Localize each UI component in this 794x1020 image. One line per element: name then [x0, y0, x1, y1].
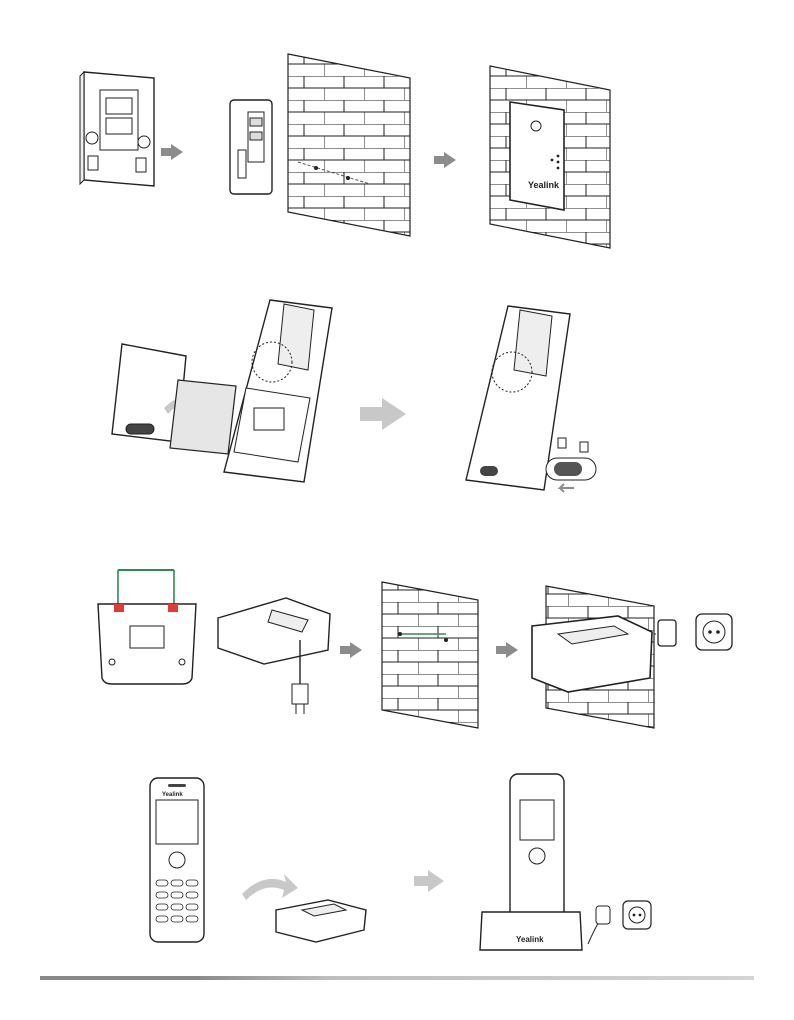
charger-mounted-illustration — [528, 582, 658, 732]
base-station-back-illustration — [78, 68, 160, 190]
right-arrow-icon — [360, 398, 406, 430]
right-arrow-icon — [414, 870, 444, 892]
mounting-clip-left — [114, 604, 124, 612]
brick-wall-drill-illustration — [378, 578, 482, 732]
footer-divider — [40, 976, 754, 980]
charger-cradle-illustration — [272, 896, 370, 946]
power-adapter-illustration — [654, 616, 680, 652]
handset-back-open-illustration — [214, 296, 340, 486]
right-arrow-icon — [496, 642, 518, 658]
handset-front-illustration: Yealink — [148, 776, 206, 944]
right-arrow-icon — [161, 144, 183, 160]
brand-logo: Yealink — [162, 792, 183, 798]
brick-wall-screws-illustration — [284, 52, 414, 238]
power-outlet-icon — [694, 612, 734, 652]
charger-cradle-adapter-illustration — [216, 592, 336, 720]
power-adapter-cable-illustration — [586, 900, 614, 946]
base-station-mounted-illustration: Yealink — [486, 64, 614, 250]
handset-on-charger-illustration: Yealink — [476, 770, 586, 960]
battery-latch-detail-illustration — [540, 436, 600, 494]
charger-bottom-illustration — [92, 566, 202, 690]
base-station-side-illustration — [226, 98, 278, 196]
brand-logo: Yealink — [516, 935, 544, 944]
mounting-clip-right — [168, 604, 178, 612]
right-arrow-icon — [340, 642, 362, 658]
brand-logo: Yealink — [528, 180, 560, 190]
power-outlet-icon — [622, 900, 652, 930]
right-arrow-icon — [434, 152, 456, 168]
